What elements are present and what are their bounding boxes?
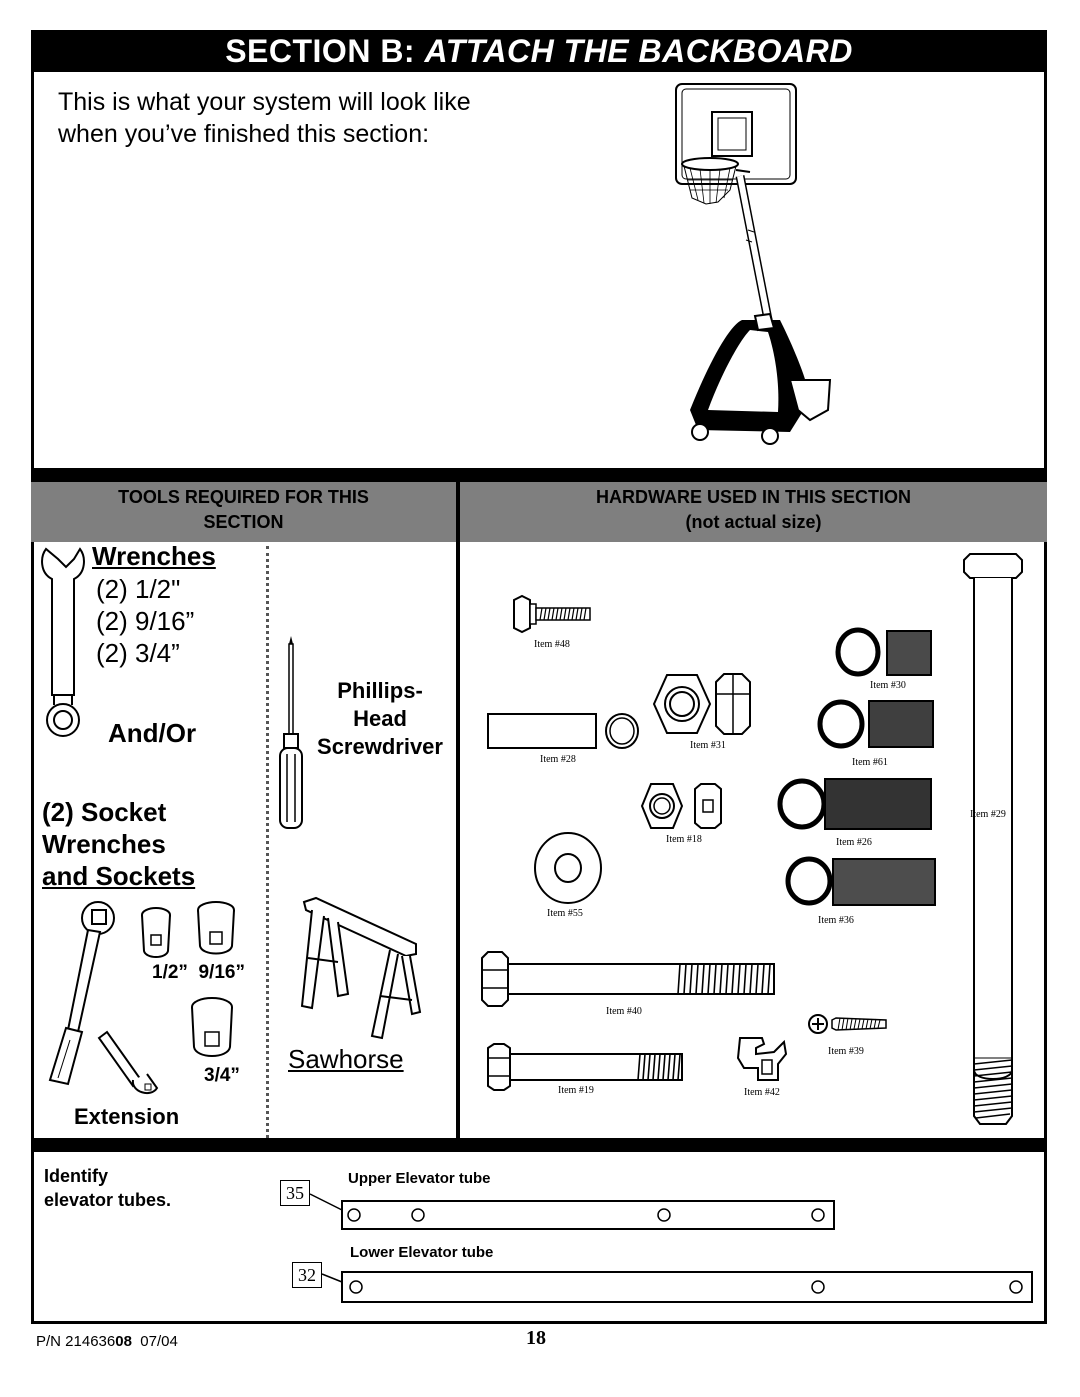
- tubes-instruction-line-1: Identify: [44, 1166, 109, 1186]
- hardware-header-line-1: HARDWARE USED IN THIS SECTION: [595, 487, 912, 507]
- hardware-header-line-2: (not actual size): [685, 512, 822, 532]
- screwdriver-line-2: Head: [353, 706, 407, 731]
- screwdriver-line-1: Phillips-: [337, 678, 423, 703]
- divider-bar-bottom: [31, 1138, 1047, 1152]
- item-36-label: Item #36: [818, 915, 854, 926]
- item-61-ring-icon: [817, 699, 865, 749]
- column-divider: [456, 482, 460, 1138]
- title-plain: SECTION B:: [225, 33, 425, 69]
- item-18-lock-nut-icon: [694, 783, 722, 829]
- screwdriver-label: Phillips- Head Screwdriver: [300, 677, 460, 761]
- item-39-label: Item #39: [828, 1046, 864, 1057]
- lower-tube-number: 32: [292, 1262, 322, 1288]
- item-18-label: Item #18: [666, 834, 702, 845]
- extension-bar-icon: [97, 1030, 159, 1095]
- tools-header: TOOLS REQUIRED FOR THIS SECTION: [31, 482, 456, 542]
- item-31-lock-nut-icon: [715, 673, 751, 735]
- upper-elevator-tube: [309, 1193, 835, 1230]
- upper-tube-label: Upper Elevator tube: [348, 1170, 491, 1187]
- page-number: 18: [526, 1327, 546, 1349]
- tools-header-line-1: TOOLS REQUIRED FOR THIS: [118, 487, 369, 507]
- basketball-system-illustration: [675, 83, 832, 445]
- item-29-label: Item #29: [970, 809, 1006, 820]
- item-42-clip-icon: [736, 1037, 788, 1081]
- socket-title-line-3: and Sockets: [42, 861, 196, 891]
- item-31-label: Item #31: [690, 740, 726, 751]
- intro-line-2: when you’ve finished this section:: [58, 120, 430, 148]
- tools-header-line-2: SECTION: [203, 512, 284, 532]
- socket-sizes-top: 1/2” 9/16”: [152, 962, 245, 983]
- item-36-sleeve-icon: [832, 858, 936, 906]
- item-29-long-bolt-icon: [963, 553, 1023, 1125]
- item-28-label: Item #28: [540, 754, 576, 765]
- part-number-date: 07/04: [140, 1333, 178, 1350]
- item-31-hex-nut-icon: [652, 674, 712, 734]
- socket-nine-sixteenths-icon: [197, 901, 235, 955]
- wrench-size-3: (2) 3/4”: [96, 638, 180, 668]
- sawhorse-icon: [300, 896, 422, 1040]
- item-26-sleeve-icon: [824, 778, 932, 830]
- intro-line-1: This is what your system will look like: [58, 88, 471, 116]
- divider-bar-top: [31, 468, 1047, 482]
- item-48-bolt-icon: [513, 594, 591, 634]
- socket-title: (2) Socket Wrenches and Sockets: [42, 796, 195, 892]
- item-39-screw-icon: [808, 1014, 887, 1034]
- hardware-header: HARDWARE USED IN THIS SECTION (not actua…: [460, 482, 1047, 542]
- screwdriver-line-3: Screwdriver: [317, 734, 443, 759]
- item-30-sleeve-icon: [886, 630, 932, 676]
- tubes-instruction-line-2: elevator tubes.: [44, 1190, 172, 1210]
- combination-wrench-icon: [41, 547, 85, 737]
- intro-text: This is what your system will look like …: [58, 86, 528, 150]
- wrenches-title: Wrenches: [92, 541, 216, 571]
- title-italic: ATTACH THE BACKBOARD: [424, 33, 853, 69]
- tubes-instruction: Identify elevator tubes.: [44, 1164, 171, 1212]
- item-55-label: Item #55: [547, 908, 583, 919]
- part-number-prefix: P/N 214636: [36, 1333, 116, 1350]
- item-19-bolt-icon: [487, 1043, 683, 1091]
- item-28-spacer-icon: [487, 713, 639, 749]
- part-number: P/N 21463608 07/04: [36, 1333, 178, 1350]
- sawhorse-label: Sawhorse: [288, 1044, 404, 1074]
- socket-half-inch-icon: [141, 907, 171, 958]
- socket-size-bottom: 3/4”: [204, 1065, 240, 1086]
- item-26-label: Item #26: [836, 837, 872, 848]
- section-title: SECTION B: ATTACH THE BACKBOARD: [31, 30, 1047, 72]
- and-or-label: And/Or: [108, 718, 197, 748]
- tools-dotted-divider: [266, 546, 269, 1138]
- wrench-size-2: (2) 9/16”: [96, 606, 195, 636]
- screwdriver-icon: [279, 636, 303, 829]
- socket-title-line-1: (2) Socket: [42, 797, 167, 827]
- item-40-label: Item #40: [606, 1006, 642, 1017]
- item-61-label: Item #61: [852, 757, 888, 768]
- lower-elevator-tube: [321, 1271, 1033, 1303]
- item-40-bolt-icon: [481, 951, 775, 1007]
- item-48-label: Item #48: [534, 639, 570, 650]
- socket-three-quarter-icon: [191, 997, 233, 1057]
- wrench-size-1: (2) 1/2": [96, 574, 181, 604]
- upper-tube-number: 35: [280, 1180, 310, 1206]
- ratchet-icon: [48, 901, 115, 1086]
- lower-tube-label: Lower Elevator tube: [350, 1244, 494, 1261]
- item-30-ring-icon: [835, 627, 881, 677]
- item-36-ring-icon: [785, 856, 833, 906]
- item-19-label: Item #19: [558, 1085, 594, 1096]
- item-18-nut-icon: [640, 783, 684, 829]
- item-42-label: Item #42: [744, 1087, 780, 1098]
- part-number-bold: 08: [115, 1333, 132, 1350]
- item-26-ring-icon: [777, 778, 827, 830]
- extension-label: Extension: [74, 1104, 180, 1129]
- socket-title-line-2: Wrenches: [42, 829, 166, 859]
- item-55-washer-icon: [534, 832, 602, 904]
- item-61-sleeve-icon: [868, 700, 934, 748]
- item-30-label: Item #30: [870, 680, 906, 691]
- page-frame: [31, 30, 1047, 1324]
